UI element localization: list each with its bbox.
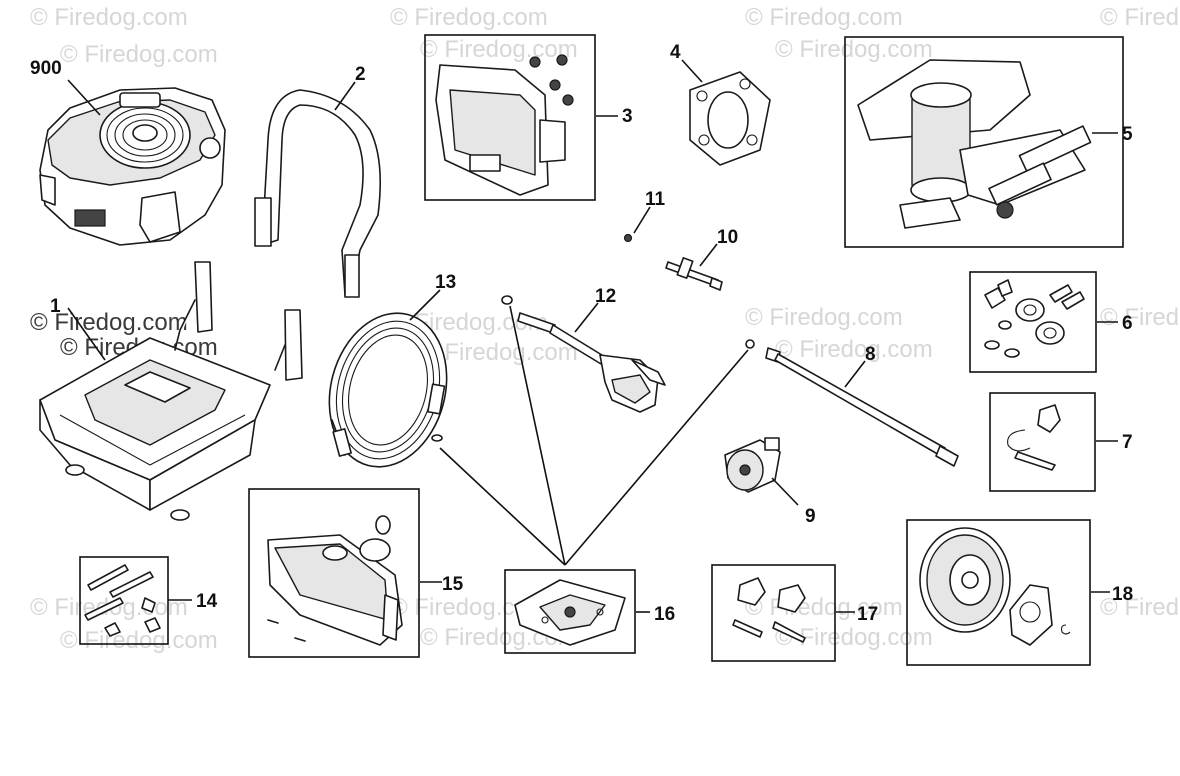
bracket-part[interactable] (689, 71, 771, 166)
leader-line (681, 59, 703, 83)
clip-kit-part[interactable] (1007, 404, 1061, 471)
pump-part[interactable] (857, 59, 1092, 229)
knob-kit-box (711, 564, 836, 662)
watermark: © Firedog.com (420, 36, 578, 63)
spray-gun-part[interactable] (501, 295, 666, 413)
callout-4: 4 (670, 42, 681, 63)
clip-kit-box (989, 392, 1096, 492)
callout-10: 10 (717, 227, 738, 248)
callout-13: 13 (435, 272, 456, 293)
tank-box (248, 488, 420, 658)
control-panel-box (424, 34, 596, 201)
leader-line (334, 81, 356, 111)
control-panel-part[interactable] (435, 54, 574, 196)
leader-line (699, 243, 718, 267)
callout-6: 6 (1122, 313, 1133, 334)
frame-part[interactable] (39, 261, 303, 521)
callout-8: 8 (865, 344, 876, 365)
pump-hardware-box (969, 271, 1097, 373)
base-plate-part[interactable] (514, 579, 626, 646)
base-plate-box (504, 569, 636, 654)
callout-15: 15 (442, 574, 464, 595)
callout-9: 9 (805, 506, 816, 527)
watermark: © Firedog.com (745, 304, 903, 331)
watermark-dark: © Firedog.com (30, 309, 188, 336)
callout-14: 14 (196, 591, 218, 612)
callout-16: 16 (654, 604, 675, 625)
callout-5: 5 (1122, 124, 1133, 145)
leader-line (67, 79, 101, 116)
watermarks: © Firedog.com © Firedog.com © Firedog.co… (30, 4, 1180, 654)
watermark: © Firedog.com (30, 4, 188, 31)
leader-line (844, 360, 866, 388)
handle-part[interactable] (254, 89, 382, 298)
callout-7: 7 (1122, 432, 1133, 453)
callout-2: 2 (355, 64, 366, 85)
watermark: © Firedog.com (775, 336, 933, 363)
watermark: © Firedog.com (390, 4, 548, 31)
watermark: © Firedog.com (1100, 4, 1180, 31)
leader-line (771, 477, 799, 506)
watermark: © Firedog.com (775, 36, 933, 63)
watermark: © Firedog.com (60, 41, 218, 68)
wheel-kit-box (906, 519, 1091, 666)
watermark: © Firedog.com (60, 627, 218, 654)
watermark: © Firedog.com (745, 4, 903, 31)
assembly-lines (439, 305, 749, 566)
shaft-part[interactable] (665, 257, 723, 291)
small-ball-part[interactable] (623, 233, 633, 243)
leader-line (633, 206, 651, 234)
wheel-kit-part[interactable] (919, 527, 1071, 646)
hose-part[interactable] (313, 300, 463, 480)
pump-box (844, 36, 1124, 248)
knob-kit-part[interactable] (732, 577, 806, 643)
leader-line (574, 302, 599, 333)
nozzle-part[interactable] (724, 437, 781, 493)
callout-11: 11 (645, 189, 666, 210)
engine-part[interactable] (39, 87, 226, 246)
callout-12: 12 (595, 286, 616, 307)
leader-line (67, 307, 106, 361)
extension-wand-part[interactable] (745, 339, 959, 467)
callout-1: 1 (50, 296, 61, 317)
leader-line (409, 289, 441, 321)
callout-17: 17 (857, 604, 878, 625)
watermark: © Firedog.com (745, 594, 903, 621)
watermark: © Firedog.com (1100, 594, 1180, 621)
watermark: © Firedog.com (1100, 304, 1180, 331)
frame-hardware-part[interactable] (84, 564, 161, 637)
tank-part[interactable] (267, 515, 403, 646)
callout-3: 3 (622, 106, 633, 127)
watermark: © Firedog.com (420, 339, 578, 366)
callout-900: 900 (30, 58, 62, 79)
pump-hardware-part[interactable] (984, 279, 1085, 358)
callout-18: 18 (1112, 584, 1133, 605)
